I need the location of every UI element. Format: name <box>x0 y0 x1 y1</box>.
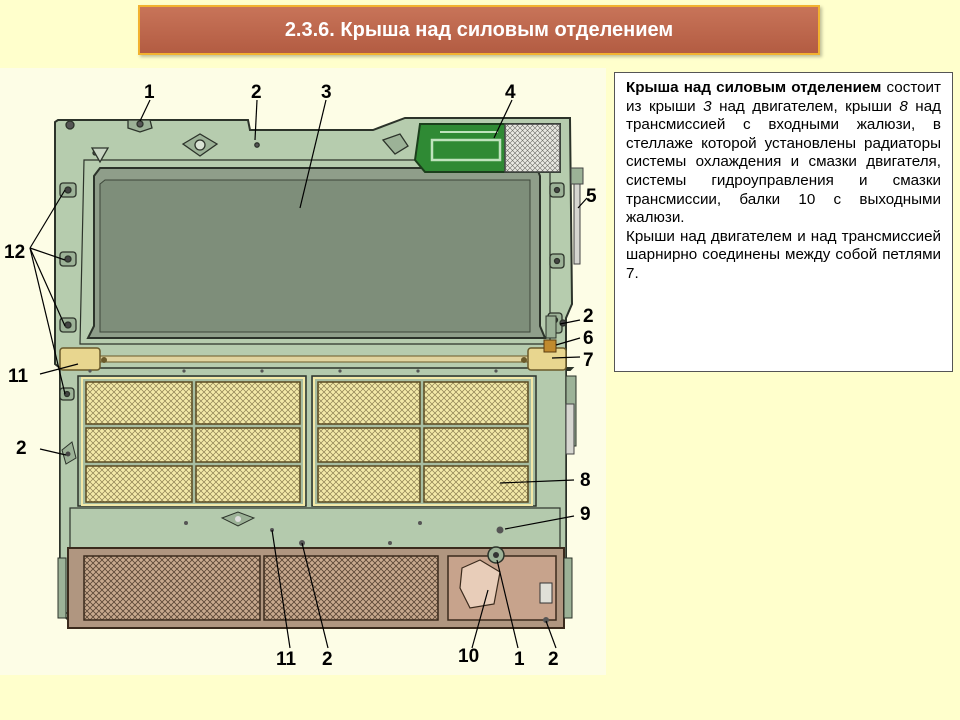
rivet-row <box>88 369 498 373</box>
description-term: Крыша над силовым отделением <box>626 79 882 96</box>
hatch-4 <box>413 123 561 173</box>
beam-10 <box>57 546 573 629</box>
leader-lines <box>29 99 588 649</box>
callout-1-bottom: 1 <box>514 649 525 670</box>
callout-9: 9 <box>580 504 591 525</box>
top-lugs <box>65 119 409 164</box>
description-ref-8: 8 <box>899 97 908 115</box>
callout-7: 7 <box>583 350 594 371</box>
callout-8: 8 <box>580 470 591 491</box>
roof-diagram: 1 2 3 4 5 12 2 6 7 11 2 8 9 11 2 10 1 2 <box>0 68 606 675</box>
callout-2-right: 2 <box>583 306 594 327</box>
slide-title: 2.3.6. Крыша над силовым отделением <box>284 18 674 41</box>
callout-2-bottom: 2 <box>322 649 333 670</box>
description-box: Крыша над силовым отделением состоит из … <box>614 72 953 372</box>
callout-10: 10 <box>458 646 479 667</box>
callout-4: 4 <box>505 82 516 103</box>
callout-3: 3 <box>321 82 332 103</box>
description-paragraph-1: Крыша над силовым отделением состоит из … <box>626 79 941 228</box>
left-lugs <box>59 182 77 401</box>
callout-11-left: 11 <box>8 366 29 387</box>
callout-11-bottom: 11 <box>276 649 297 670</box>
callout-12: 12 <box>4 242 25 263</box>
hinge-bar-7 <box>59 315 567 371</box>
description-ref-3: 3 <box>703 97 712 115</box>
transmission-roof-8 <box>61 375 577 549</box>
callout-2-left: 2 <box>16 438 27 459</box>
callout-2-bottom-right: 2 <box>548 649 559 670</box>
description-text-c: над трансмиссией с входными жалюзи, в ст… <box>626 97 942 227</box>
description-text-b: над двигателем, крыши <box>711 97 900 115</box>
callout-6: 6 <box>583 328 594 349</box>
callout-1-top: 1 <box>144 82 155 103</box>
slide-title-bar: 2.3.6. Крыша над силовым отделением <box>138 5 820 55</box>
description-text-a: состоит из крыши <box>626 79 942 115</box>
callout-5: 5 <box>586 186 597 207</box>
callout-labels: 1 2 3 4 5 12 2 6 7 11 2 8 9 11 2 10 1 2 <box>4 82 597 670</box>
rod-5 <box>570 167 584 265</box>
description-paragraph-2: Крыши над двигателем и над трансмиссией … <box>626 227 941 282</box>
callout-2-top: 2 <box>251 82 262 103</box>
